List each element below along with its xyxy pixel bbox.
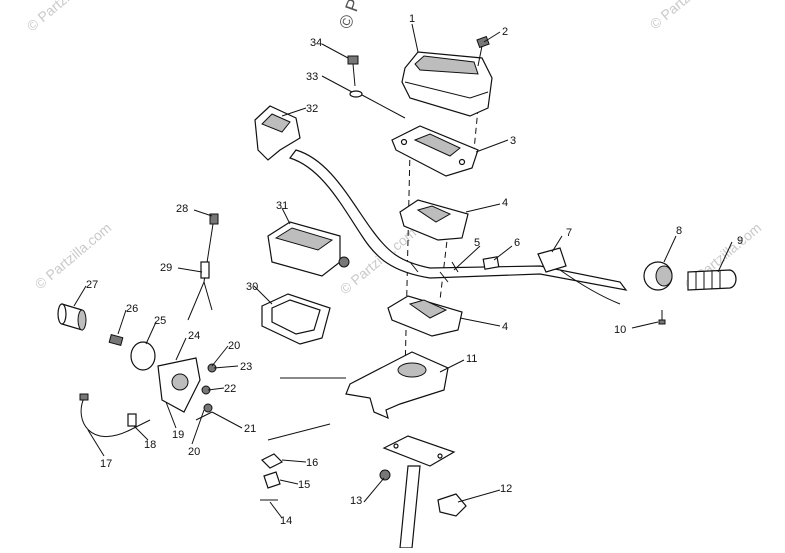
callout-14: 14 (280, 515, 292, 527)
callout-20-bottom: 20 (188, 446, 200, 458)
handlebar (289, 149, 628, 291)
part-11-bracket (345, 351, 449, 420)
callout-6: 6 (514, 237, 520, 249)
callout-4-top: 4 (502, 197, 508, 209)
callout-32: 32 (306, 103, 318, 115)
callout-1: 1 (409, 13, 415, 25)
callout-13: 13 (350, 495, 362, 507)
callout-33: 33 (306, 71, 318, 83)
part-18-connector (127, 413, 137, 427)
part-34-screw (347, 55, 359, 87)
callout-19: 19 (172, 429, 184, 441)
callout-25: 25 (154, 315, 166, 327)
leader-lines (73, 23, 733, 519)
part-25-ring (130, 341, 156, 371)
callout-15: 15 (298, 479, 310, 491)
part-24-plate (157, 357, 201, 413)
callout-17: 17 (100, 458, 112, 470)
part-13-nut (379, 469, 391, 481)
part-31-gauge (267, 221, 350, 277)
callout-20-top: 20 (228, 340, 240, 352)
part-30-bezel (261, 293, 331, 345)
part-10-screw (658, 310, 666, 325)
callout-2: 2 (502, 26, 508, 38)
watermark-top-left: © Partzilla.com (24, 0, 107, 34)
watermark-left: © Partzilla.com (32, 219, 115, 292)
part-27-bushing (57, 303, 87, 331)
part-12-clamp (437, 493, 467, 517)
callout-27: 27 (86, 279, 98, 291)
steering-post (382, 435, 456, 549)
callout-30: 30 (246, 281, 258, 293)
part-9-grip (687, 269, 737, 291)
part-32-control (254, 105, 301, 161)
callout-4-bottom: 4 (502, 321, 508, 333)
callout-28: 28 (176, 203, 188, 215)
part-2-bolt (476, 35, 490, 67)
part-33-washer (349, 90, 406, 119)
callout-labels: 1 2 3 4 4 5 6 7 8 9 10 11 12 13 14 15 16… (86, 13, 743, 527)
part-17-wire (79, 393, 151, 437)
callout-9: 9 (737, 235, 743, 247)
part-8-grip-housing (643, 261, 673, 291)
callout-21: 21 (244, 423, 256, 435)
callout-10: 10 (614, 324, 626, 336)
watermark-top-right: © Partzilla.com (647, 0, 730, 32)
part-16-clip (260, 453, 284, 469)
watermarks: © Partzilla.com © Partzilla.com © Partzi… (24, 0, 765, 297)
part-28-cable-end (209, 213, 219, 225)
part-29-cable (187, 223, 214, 321)
callout-5: 5 (474, 237, 480, 249)
part-1-cover (401, 51, 493, 117)
callout-23: 23 (240, 361, 252, 373)
callout-24: 24 (188, 330, 200, 342)
callout-12: 12 (500, 483, 512, 495)
callout-26: 26 (126, 303, 138, 315)
callout-22: 22 (224, 383, 236, 395)
callout-11: 11 (466, 353, 477, 365)
part-4-clamp-top (399, 199, 469, 241)
part-15-clip (263, 471, 281, 489)
callout-34: 34 (310, 37, 322, 49)
callout-29: 29 (160, 262, 172, 274)
callout-18: 18 (144, 439, 156, 451)
part-4-clamp-bottom (387, 295, 463, 337)
callout-8: 8 (676, 225, 682, 237)
callout-3: 3 (510, 135, 516, 147)
callout-7: 7 (566, 227, 572, 239)
hardware-20-23 (195, 363, 217, 421)
watermark-top-center: © Partzilla.com (335, 0, 395, 31)
part-26-fitting (108, 333, 124, 347)
callout-31: 31 (276, 200, 288, 212)
callout-16: 16 (306, 457, 318, 469)
part-3-plate (391, 125, 479, 177)
